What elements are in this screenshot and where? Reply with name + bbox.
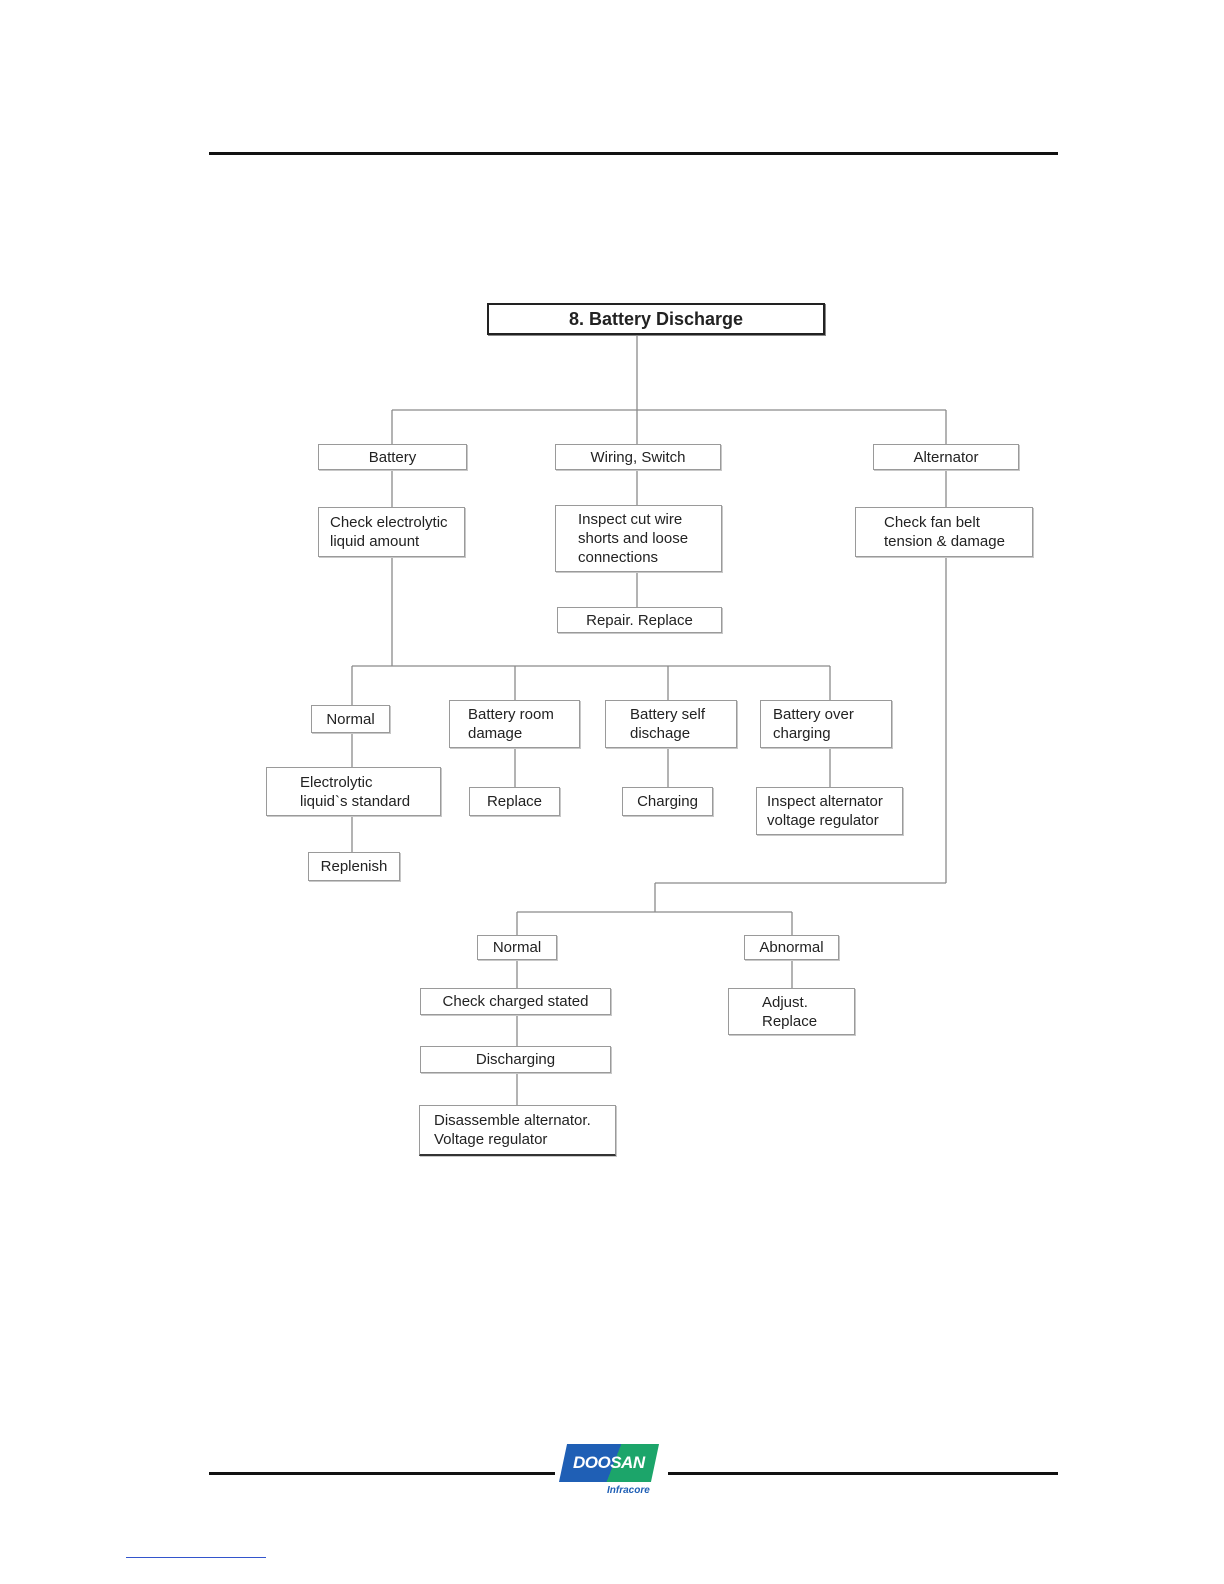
node-battery-over-charging: Battery over charging	[760, 700, 892, 748]
footer-rule-left	[209, 1472, 555, 1475]
node-check-fan-belt: Check fan belt tension & damage	[855, 507, 1033, 557]
flowchart-title: 8. Battery Discharge	[487, 303, 825, 335]
node-electrolytic-standard: Electrolytic liquid`s standard	[266, 767, 441, 816]
node-alternator: Alternator	[873, 444, 1019, 470]
node-normal-2: Normal	[477, 935, 557, 960]
node-adjust-replace: Adjust. Replace	[728, 988, 855, 1035]
node-charging: Charging	[622, 787, 713, 816]
logo-mark: DOOSAN	[558, 1444, 660, 1482]
node-abnormal: Abnormal	[744, 935, 839, 960]
node-replenish: Replenish	[308, 852, 400, 881]
node-discharging: Discharging	[420, 1046, 611, 1073]
node-check-charged: Check charged stated	[420, 988, 611, 1015]
header-rule	[209, 152, 1058, 155]
node-battery-room-damage: Battery room damage	[449, 700, 580, 748]
doosan-logo: DOOSAN Infracore	[557, 1440, 667, 1502]
node-disassemble: Disassemble alternator. Voltage regulato…	[419, 1105, 616, 1156]
logo-subtitle: Infracore	[607, 1485, 650, 1496]
node-inspect-wire: Inspect cut wire shorts and loose connec…	[555, 505, 722, 572]
node-normal-1: Normal	[311, 705, 390, 733]
node-repair-replace: Repair. Replace	[557, 607, 722, 633]
footer-link-underline	[126, 1557, 266, 1558]
node-replace: Replace	[469, 787, 560, 816]
node-check-electrolytic: Check electrolytic liquid amount	[318, 507, 465, 557]
node-wiring-switch: Wiring, Switch	[555, 444, 721, 470]
footer-rule-right	[668, 1472, 1058, 1475]
logo-brand: DOOSAN	[573, 1453, 645, 1472]
node-battery-self-discharge: Battery self dischage	[605, 700, 737, 748]
node-battery: Battery	[318, 444, 467, 470]
node-inspect-alternator: Inspect alternator voltage regulator	[756, 787, 903, 835]
